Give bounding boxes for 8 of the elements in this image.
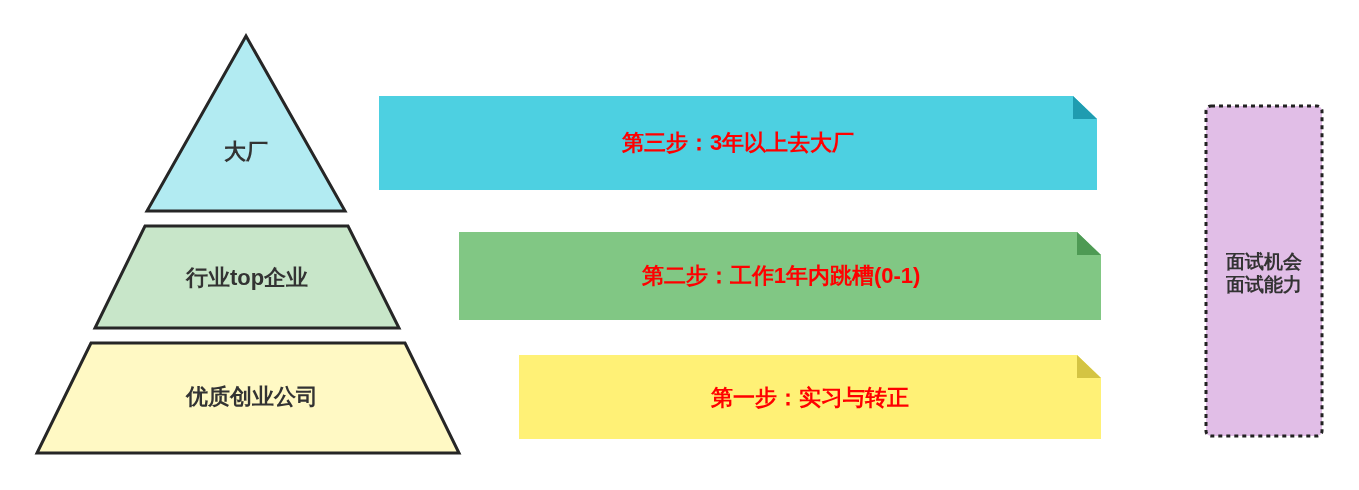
- step-label: 第一步：实习与转正: [711, 385, 909, 411]
- tier-label: 优质创业公司: [186, 384, 318, 410]
- tier-label: 大厂: [224, 139, 268, 165]
- note-text: 面试能力: [1226, 273, 1302, 296]
- step-label: 第二步：工作1年内跳槽(0-1): [641, 263, 921, 289]
- step-label: 第三步：3年以上去大厂: [621, 130, 855, 156]
- note-text: 面试机会: [1226, 250, 1302, 273]
- tier-label: 行业top企业: [185, 265, 309, 291]
